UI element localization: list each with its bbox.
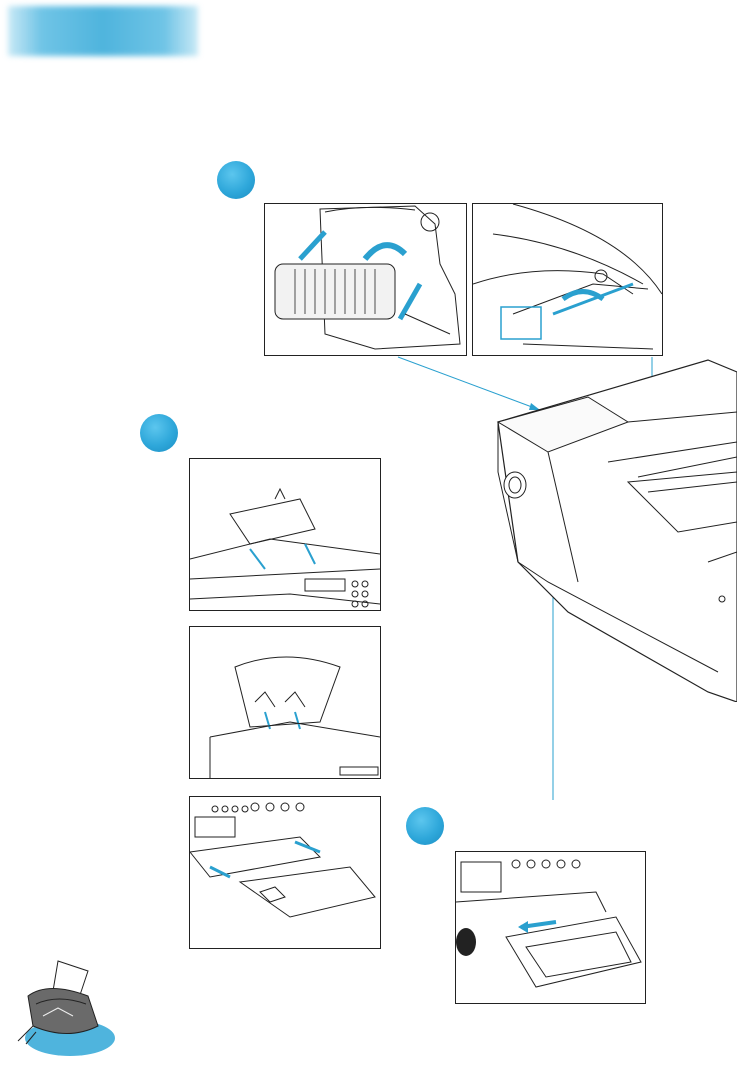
header-color-bar [8, 6, 198, 56]
panel-toner-install [264, 203, 467, 356]
panel-paper-support [189, 626, 381, 779]
panel-output-tray [189, 796, 381, 949]
fax-machine-icon [8, 956, 118, 1069]
step-3-circle [406, 807, 444, 845]
step-1-circle [217, 161, 255, 199]
fax-printer-illustration [488, 352, 737, 707]
panel-paper-cassette [455, 851, 646, 1004]
panel-toner-detail [472, 203, 663, 356]
step-2-circle [140, 414, 178, 452]
panel-document-support [189, 458, 381, 611]
